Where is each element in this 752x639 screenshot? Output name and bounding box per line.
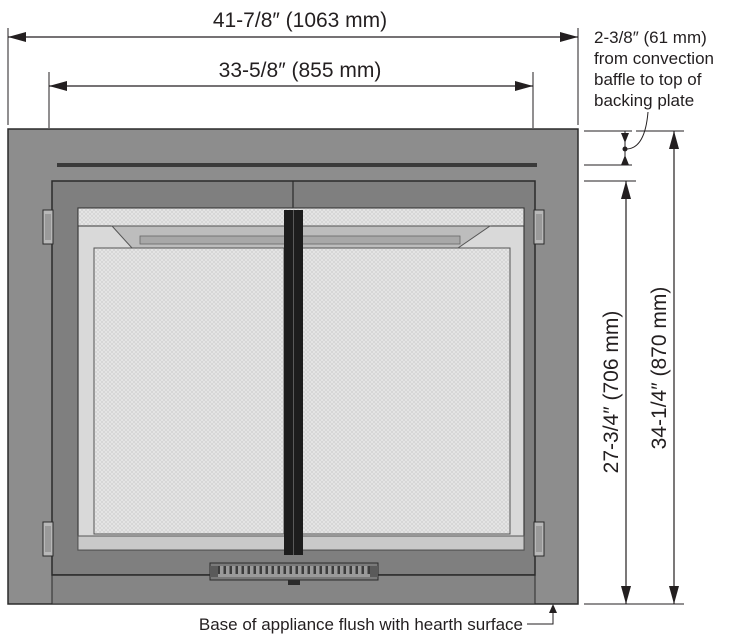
right-mesh-screen bbox=[301, 247, 511, 535]
hinge-top-left bbox=[42, 209, 54, 245]
baffle-gap-label-line3: baffle to top of bbox=[594, 70, 702, 89]
baffle-gap-dimension: 2-3/8″ (61 mm) from convection baffle to… bbox=[584, 28, 714, 166]
hinge-bottom-right bbox=[533, 521, 545, 557]
center-door-bar-right bbox=[294, 210, 303, 555]
overall-height-label: 34-1/4″ (870 mm) bbox=[648, 287, 671, 450]
center-door-bar-left bbox=[284, 210, 293, 555]
base-note-label: Base of appliance flush with hearth surf… bbox=[199, 615, 523, 634]
inner-width-label: 33-5/8″ (855 mm) bbox=[219, 59, 382, 82]
overall-height-dimension: 34-1/4″ (870 mm) bbox=[584, 130, 684, 605]
hinge-bottom-left bbox=[42, 521, 54, 557]
bottom-grille bbox=[209, 562, 379, 585]
overall-width-dimension: 41-7/8″ (1063 mm) bbox=[7, 9, 579, 125]
baffle-gap-label-line4: backing plate bbox=[594, 91, 694, 110]
baffle-gap-label-line2: from convection bbox=[594, 49, 714, 68]
door-height-label: 27-3/4″ (706 mm) bbox=[600, 311, 623, 474]
door-height-dimension: 27-3/4″ (706 mm) bbox=[584, 180, 636, 604]
inner-width-dimension: 33-5/8″ (855 mm) bbox=[48, 59, 534, 128]
baffle-gap-label-line1: 2-3/8″ (61 mm) bbox=[594, 28, 707, 47]
left-mesh-screen bbox=[93, 247, 285, 535]
base-note: Base of appliance flush with hearth surf… bbox=[199, 604, 557, 634]
overall-width-label: 41-7/8″ (1063 mm) bbox=[213, 9, 387, 32]
fireplace-front bbox=[7, 128, 579, 605]
hinge-top-right bbox=[533, 209, 545, 245]
convection-baffle bbox=[57, 163, 537, 167]
